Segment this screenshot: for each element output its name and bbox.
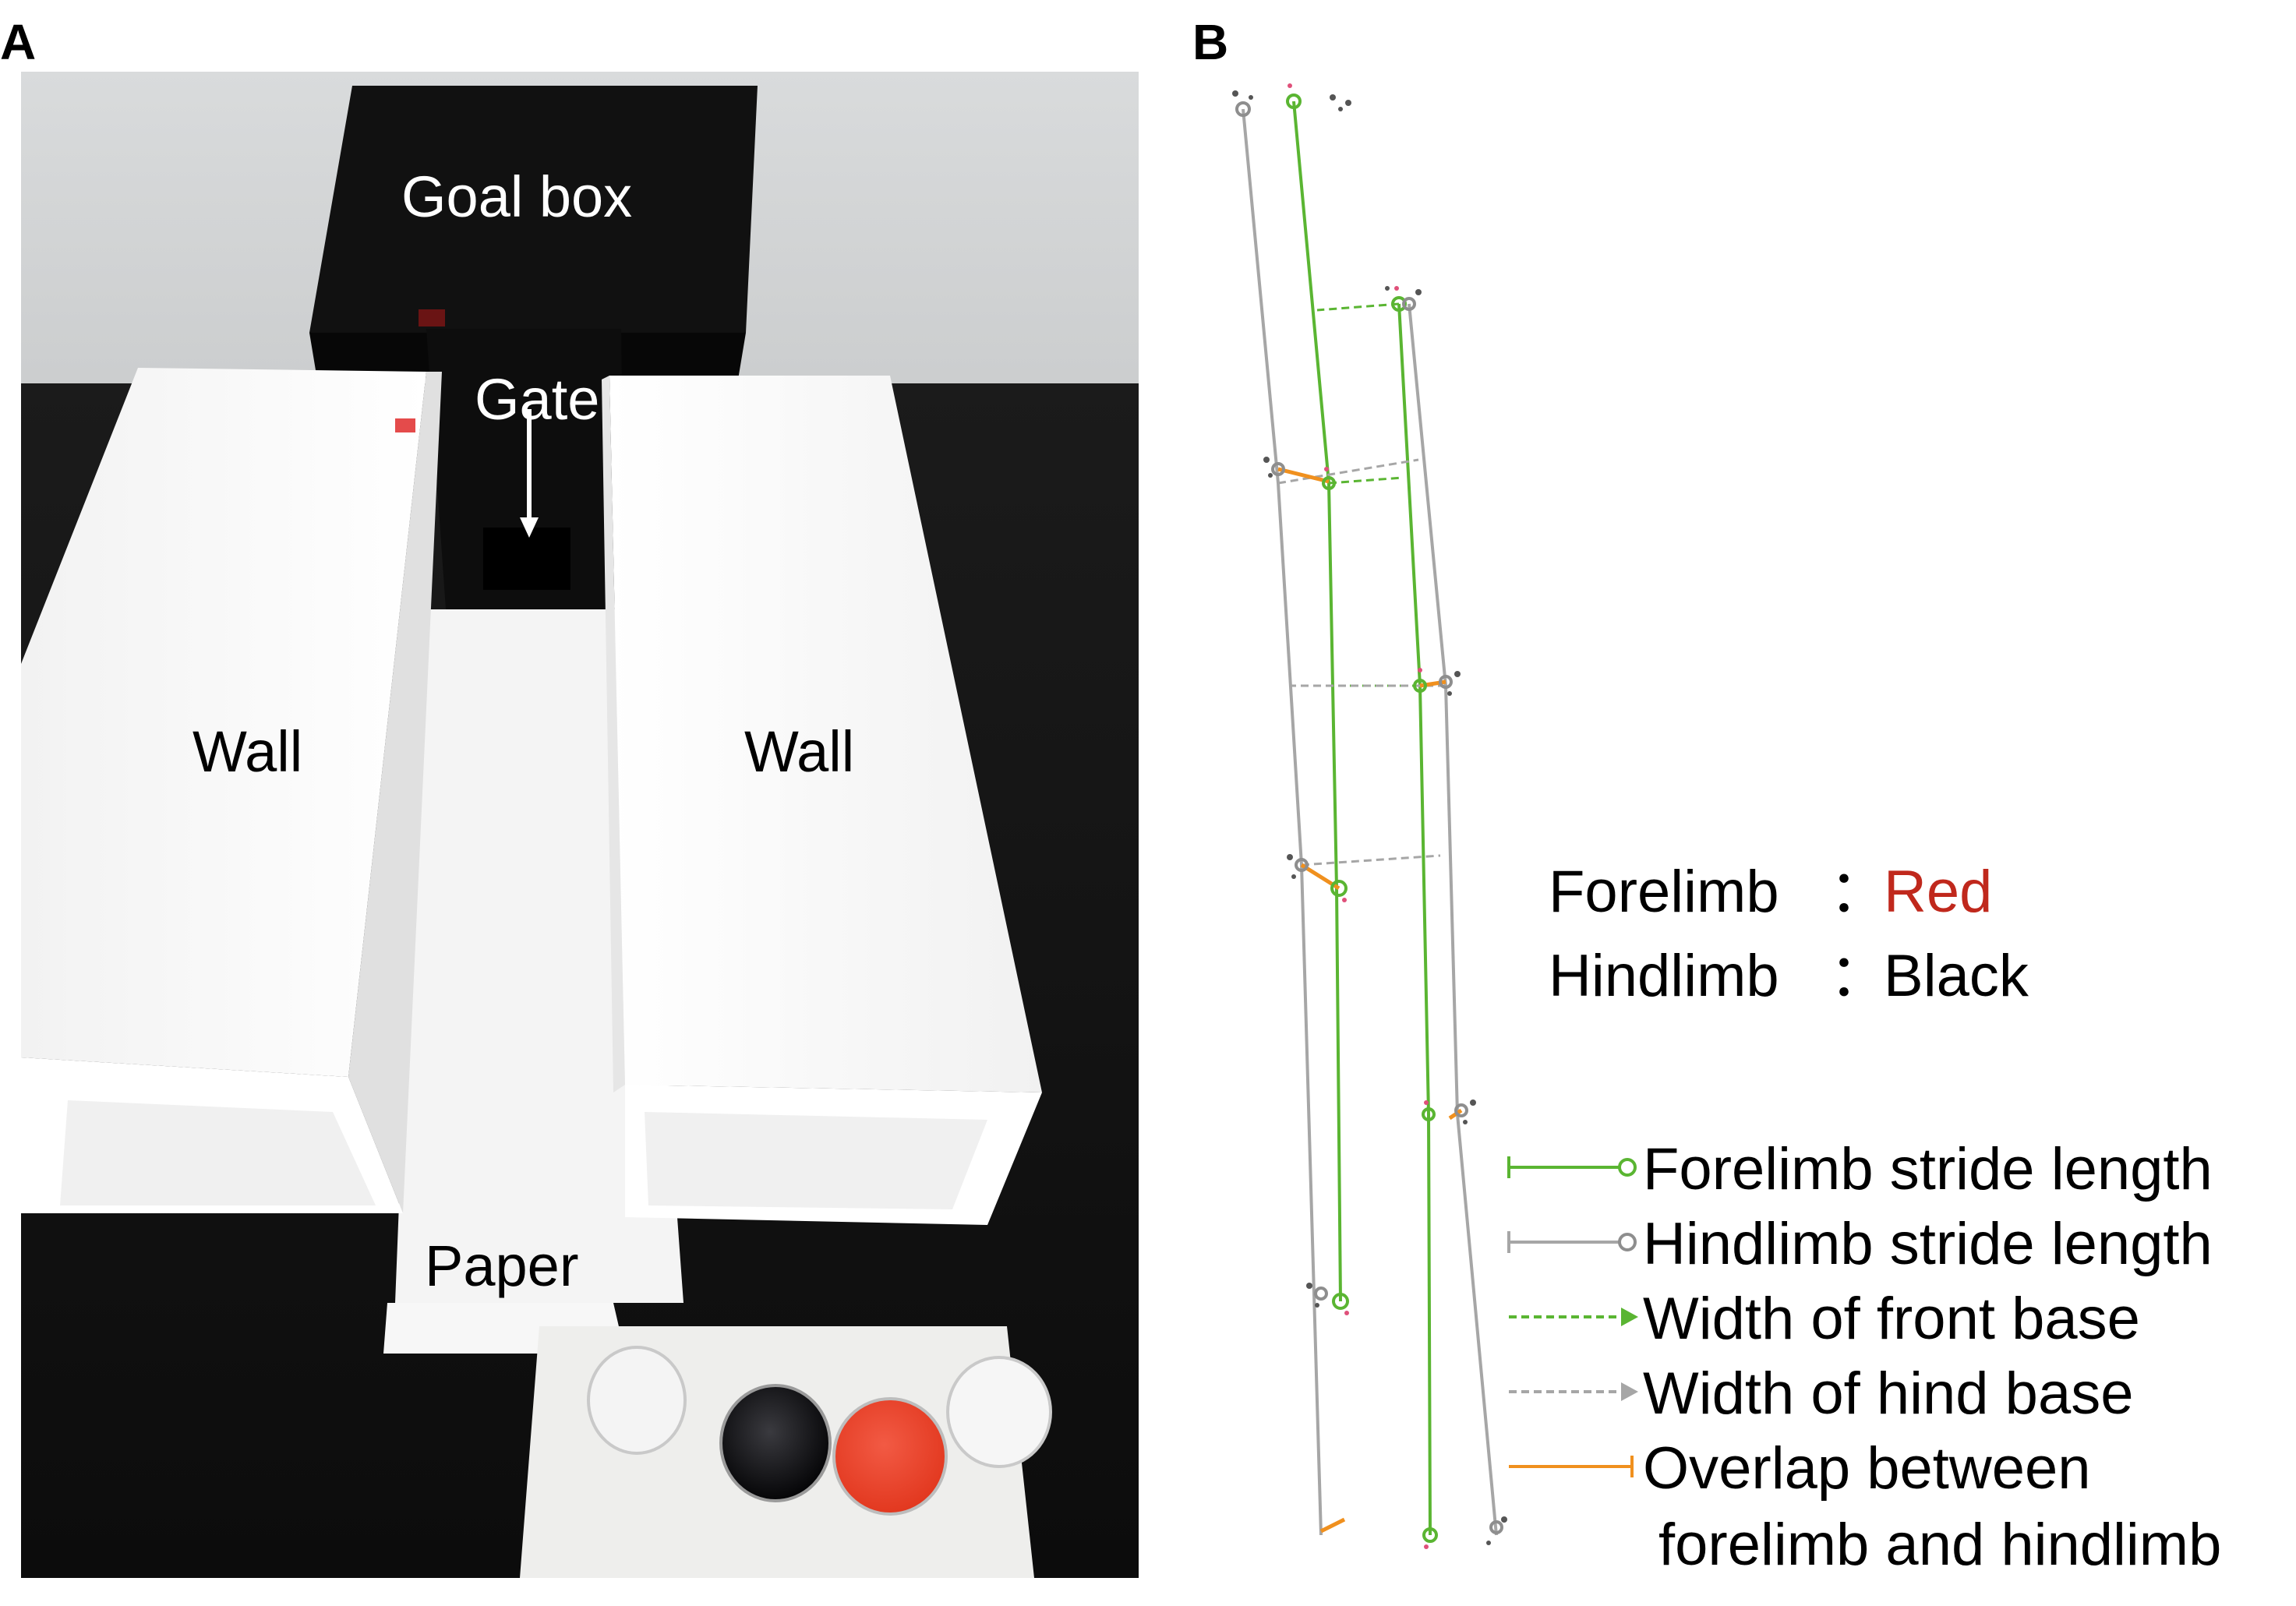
hind-base-legend-icon [1509,1382,1638,1401]
gate-tunnel [426,329,625,609]
panel-a-letter: A [0,14,37,70]
right-wall-top [609,376,1042,1092]
apparatus-drawing [21,72,1139,1578]
legend-label: Width of hind base [1643,1361,2134,1427]
empty-dish-right [946,1356,1052,1468]
legend-label: Width of front base [1643,1286,2140,1352]
hindlimb-key-name: Hindlimb [1549,943,1779,1009]
legend-label: Forelimb stride length [1643,1136,2213,1202]
left-wall-top [21,368,426,1077]
forelimb-stride-legend-icon [1507,1156,1637,1178]
right-wall-label: Wall [744,719,855,784]
hindlimb-stride-lines [1242,108,1498,1536]
red-ink-speckles [1288,83,1429,1549]
gate-opening [483,528,570,590]
overlap-legend-icon [1509,1456,1634,1477]
forelimb-key-separator: ： [1829,859,1888,925]
forelimb-color-key: Forelimb ：Red [1549,843,1992,929]
hind-base-arrows [1277,458,1446,867]
paper-label: Paper [425,1234,579,1298]
hindlimb-key-value: Black [1884,943,2029,1009]
footprint-trace [1232,83,1507,1549]
goal-box-lid [309,86,758,333]
ink-speckles [1232,90,1507,1545]
empty-dish-left [587,1346,687,1455]
apparatus-photo: Goal box Gate Wall Wall Paper [21,72,1139,1578]
hindlimb-stride-legend-icon [1507,1231,1637,1253]
legend-label: Overlap between [1643,1435,2091,1502]
forelimb-key-value: Red [1884,859,1993,925]
forelimb-key-name: Forelimb [1549,859,1779,925]
black-ink-dish [719,1384,832,1502]
hindlimb-color-key: Hindlimb ：Black [1549,927,2029,1013]
left-wall-label: Wall [193,719,303,784]
legend-label: Hindlimb stride length [1643,1211,2213,1277]
gate-label: Gate [475,367,600,432]
legend-overlap-line2: forelimb and hindlimb [1658,1512,2222,1578]
panel-b-letter: B [1192,14,1229,70]
red-ink-dish [832,1397,948,1516]
hindlimb-key-separator: ： [1829,943,1888,1009]
footprint-markers [1235,94,1503,1543]
goal-box-label: Goal box [401,164,633,229]
gate-arrow-head [520,517,539,538]
front-base-legend-icon [1509,1308,1638,1326]
